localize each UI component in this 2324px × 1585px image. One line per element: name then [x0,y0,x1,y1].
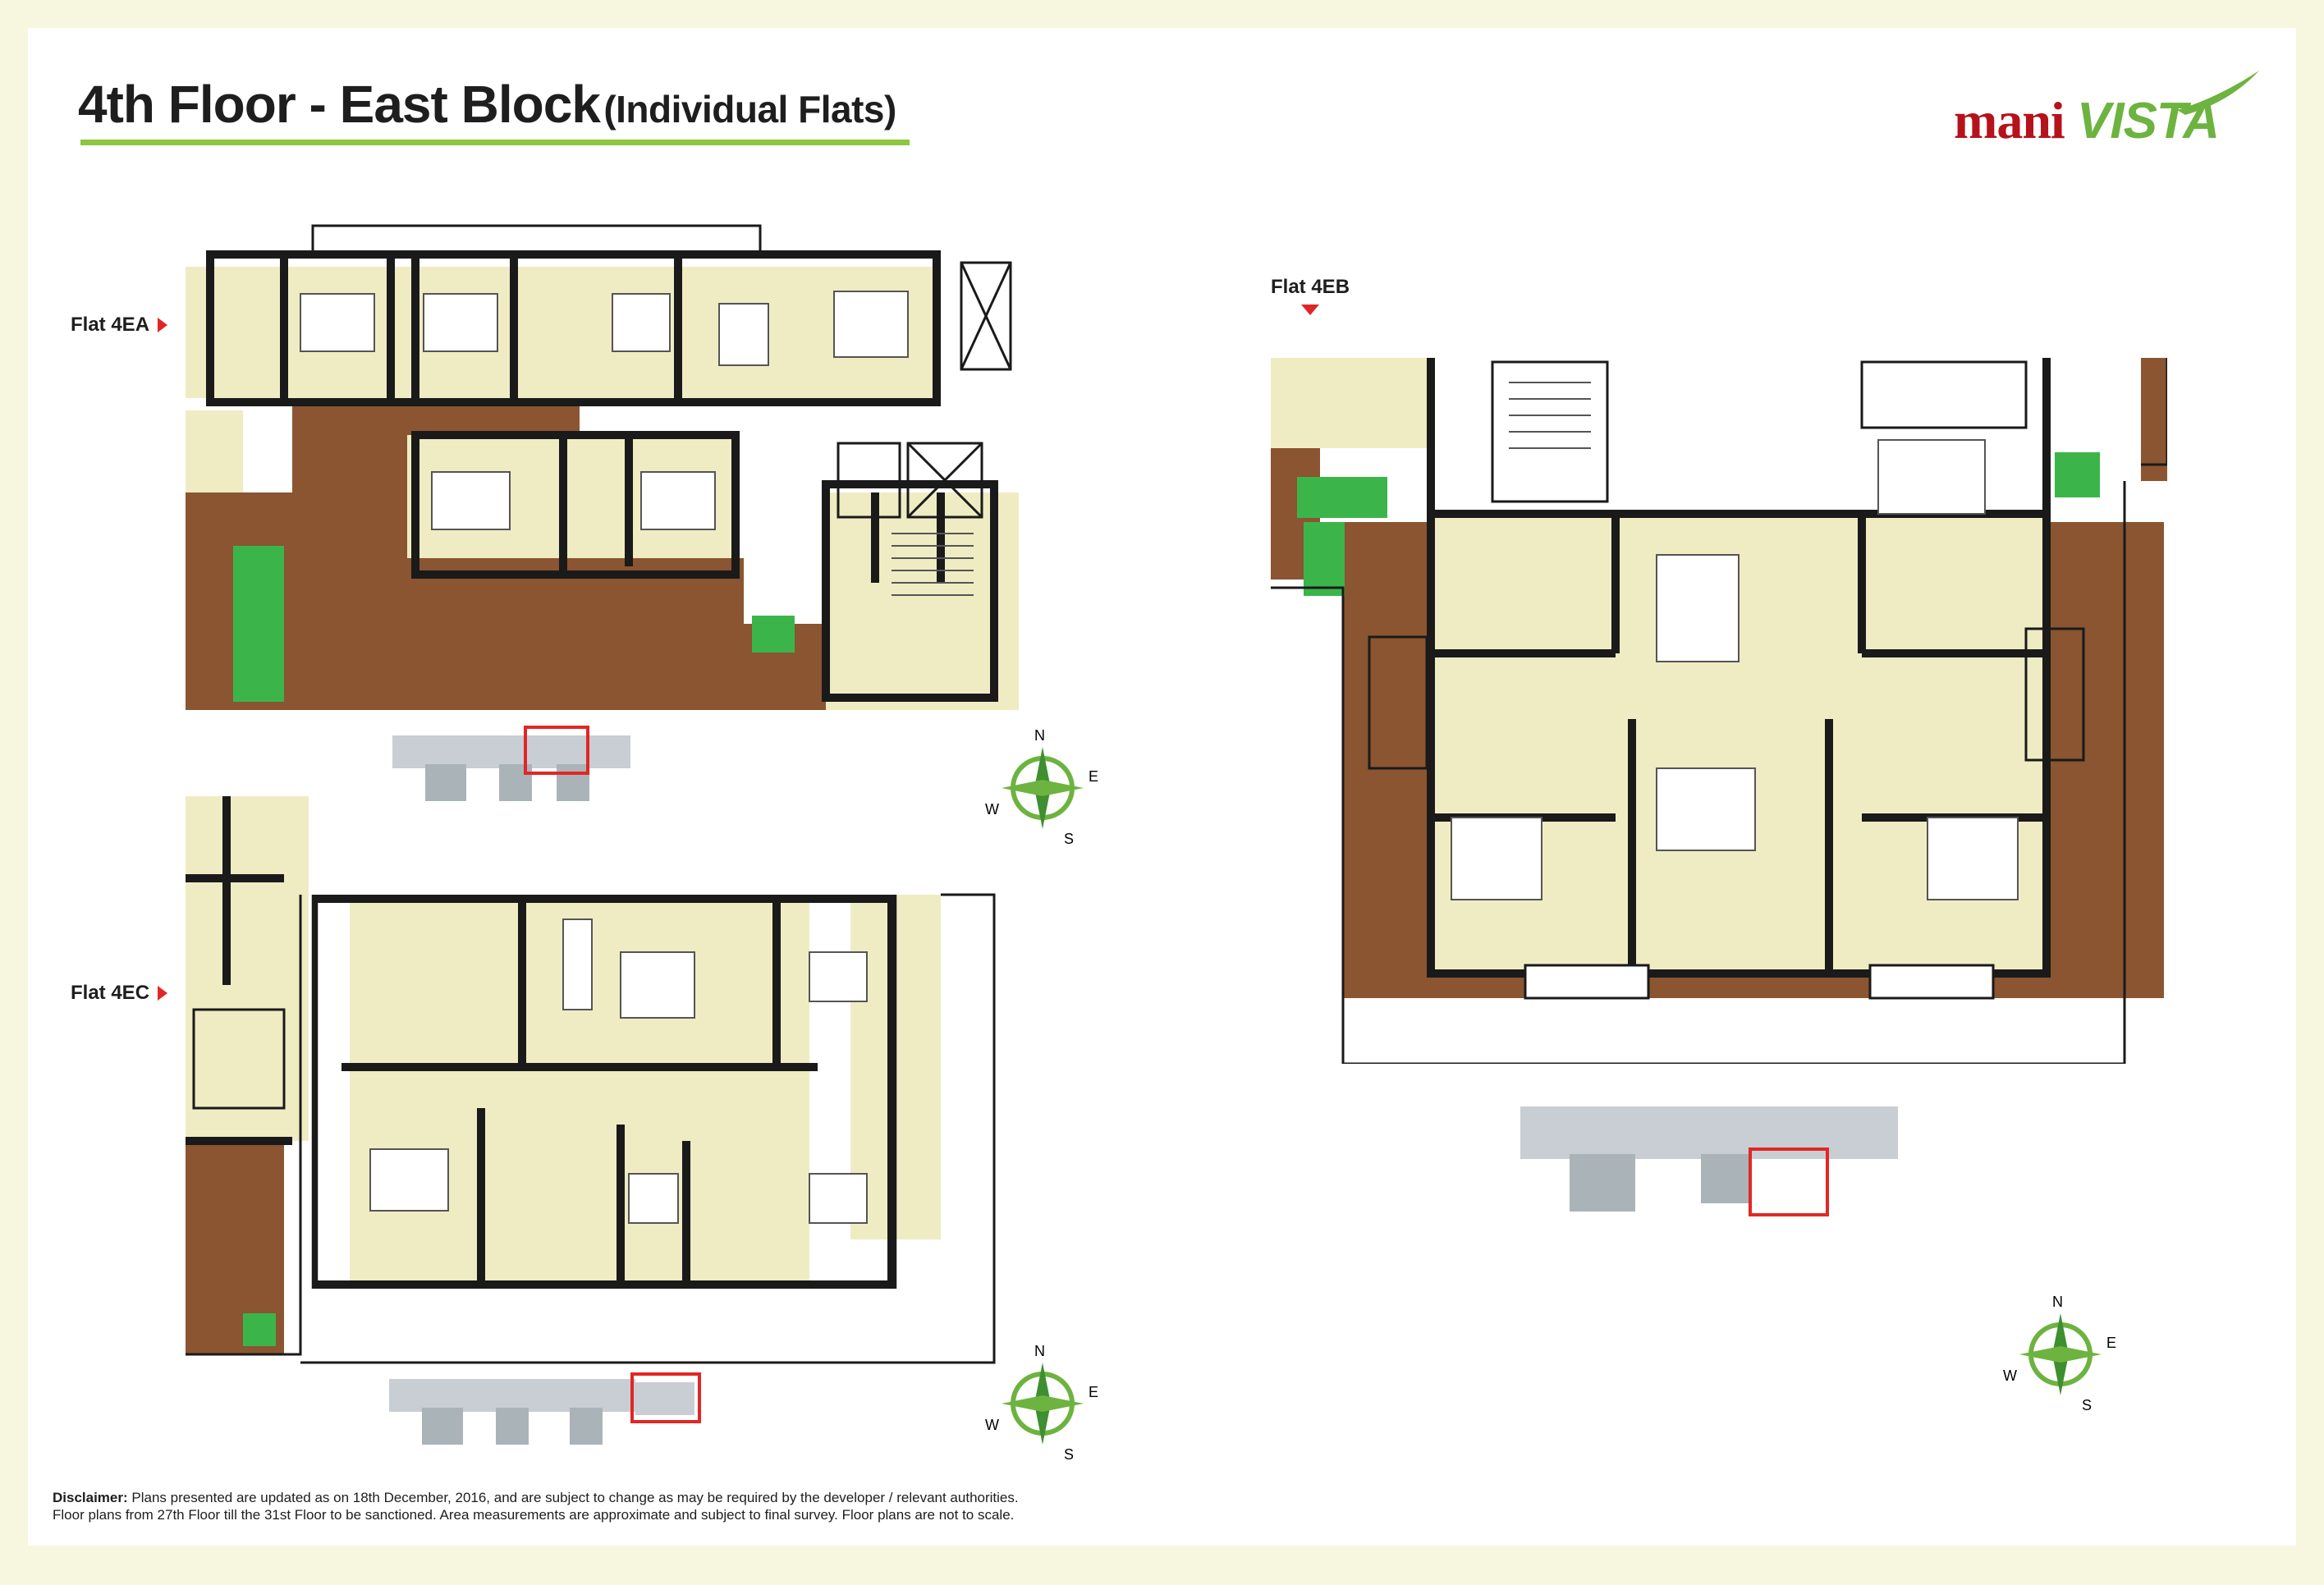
disclaimer: Disclaimer: Plans presented are updated … [53,1489,1019,1523]
compass-w: W [985,1417,999,1433]
disclaimer-text-1: Plans presented are updated as on 18th D… [127,1490,1019,1505]
pointer-right-icon [158,986,168,1001]
page-title: 4th Floor - East Block (Individual Flats… [78,74,896,135]
flat-4eb-text: Flat 4EB [1271,276,1350,298]
compass-rose-icon: N E W S [2003,1294,2116,1412]
floor-plan-4eb [1271,358,2167,1064]
flat-4ec-text: Flat 4EC [71,982,150,1004]
compass-s: S [2082,1397,2092,1412]
compass-e: E [1089,768,1098,785]
floor-plan-4ea [186,224,1019,710]
key-plan-4ec [389,1372,701,1445]
compass-s: S [1064,1446,1074,1461]
disclaimer-line-1: Disclaimer: Plans presented are updated … [53,1489,1019,1506]
compass-n: N [1034,1343,1045,1359]
compass-e: E [2106,1335,2116,1351]
floor-plan-4ec [186,796,996,1364]
compass-w: W [2003,1367,2017,1384]
compass-rose-icon: N E W S [985,1343,1098,1461]
flat-4eb-label: Flat 4EB [1271,276,1350,299]
page-title-main: 4th Floor - East Block [78,75,601,134]
disclaimer-line-2: Floor plans from 27th Floor till the 31s… [53,1507,1015,1523]
page-title-sub: (Individual Flats) [603,88,896,131]
key-plan-4eb [1520,1106,1898,1216]
logo-vista: VISTA [2077,93,2220,149]
compass-w: W [985,801,999,818]
brand-logo: mani VISTA [1954,71,2259,154]
flat-4ec-label: Flat 4EC [71,982,168,1005]
title-underline [80,140,910,145]
flat-4ea-text: Flat 4EA [71,314,150,336]
flat-4ea-label: Flat 4EA [71,314,168,337]
compass-rose-icon: N E W S [985,727,1098,845]
disclaimer-label: Disclaimer: [53,1490,128,1505]
key-plan-4ea [392,726,630,801]
logo-swoosh-icon [2177,71,2259,115]
compass-s: S [1064,831,1074,845]
pointer-down-icon [1301,305,1319,315]
pointer-right-icon [158,318,168,332]
logo-mani: mani [1954,91,2065,149]
compass-n: N [2052,1294,2063,1310]
compass-e: E [1089,1384,1098,1400]
compass-n: N [1034,727,1045,744]
